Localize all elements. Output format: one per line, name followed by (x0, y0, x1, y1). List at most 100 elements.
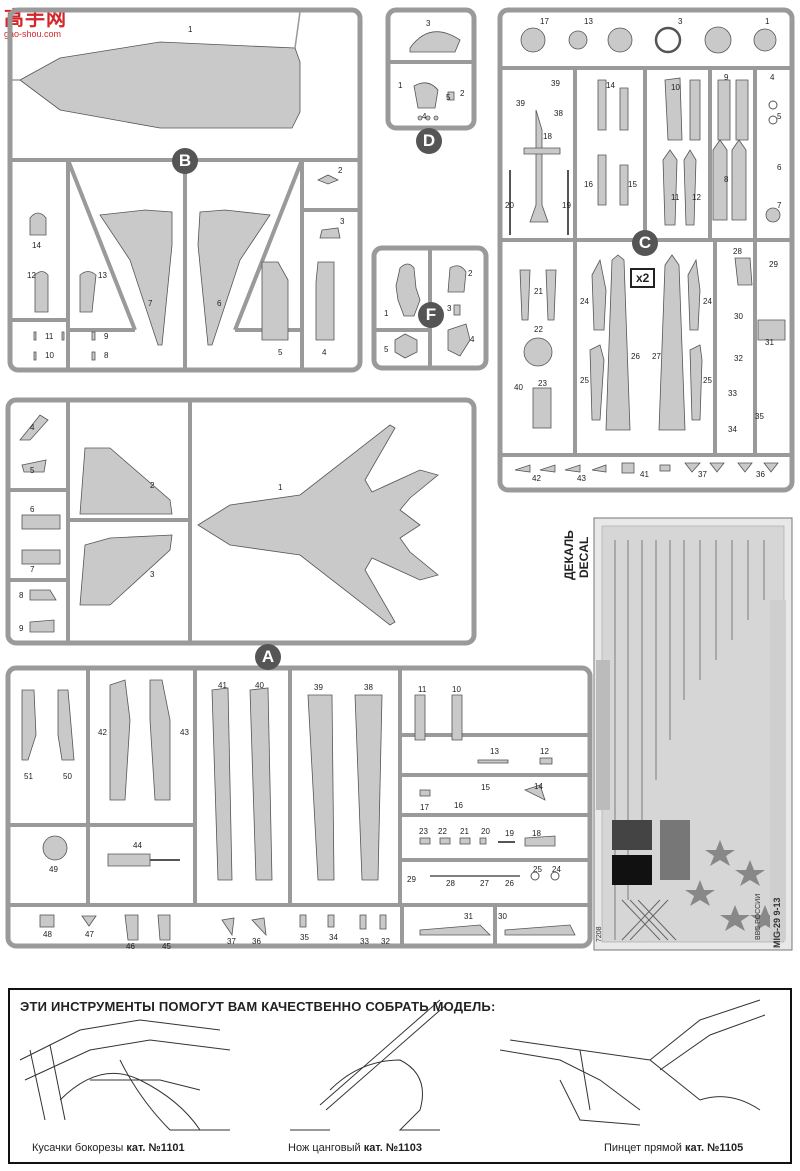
part-number: 10 (452, 685, 461, 694)
part-number: 12 (540, 747, 549, 756)
part-number: 41 (218, 681, 227, 690)
part-number: 4 (770, 73, 775, 82)
part-number: 5 (30, 466, 35, 475)
decal-label-ru: ДЕКАЛЬ (562, 530, 576, 580)
part-number: 20 (505, 201, 514, 210)
part-number: 18 (532, 829, 541, 838)
part-number: 22 (534, 325, 543, 334)
part-number: 39 (314, 683, 323, 692)
part-number: 5 (446, 93, 451, 102)
sprue-label-c: C (632, 230, 658, 256)
part-number: 12 (27, 271, 36, 280)
tools-illustrations (19, 999, 766, 1131)
part-number: 7 (30, 565, 35, 574)
part-number: 17 (420, 803, 429, 812)
part-number: 3 (447, 304, 452, 313)
part-number: 30 (498, 912, 507, 921)
tools-title: ЭТИ ИНСТРУМЕНТЫ ПОМОГУТ ВАМ КАЧЕСТВЕННО … (20, 999, 496, 1014)
part-number: 30 (734, 312, 743, 321)
part-number: 27 (652, 352, 661, 361)
part-number: 24 (552, 865, 561, 874)
tool-name: Пинцет прямой (604, 1142, 682, 1154)
part-number: 20 (481, 827, 490, 836)
sprue-label-b: B (172, 148, 198, 174)
part-number: 28 (733, 247, 742, 256)
part-number: 19 (505, 829, 514, 838)
decal-label-en: DECAL (577, 536, 591, 578)
part-number: 3 (150, 570, 155, 579)
part-number: 39 (551, 79, 560, 88)
part-number: 3 (340, 217, 345, 226)
part-number: 6 (30, 505, 35, 514)
part-number: 34 (728, 425, 737, 434)
part-number: 3 (426, 19, 431, 28)
part-number: 51 (24, 772, 33, 781)
part-number: 37 (698, 470, 707, 479)
tool-caption-tweezers: Пинцет прямой кат. №1105 (604, 1142, 743, 1154)
part-number: 5 (278, 348, 283, 357)
sprue-label-a: A (255, 644, 281, 670)
part-number: 33 (728, 389, 737, 398)
part-number: 45 (162, 942, 171, 951)
part-number: 37 (227, 937, 236, 946)
part-number: 2 (150, 481, 155, 490)
tool-catalog: кат. №1103 (363, 1142, 422, 1154)
part-number: 8 (104, 351, 109, 360)
sprue-a-upper (5, 397, 477, 646)
part-number: 26 (505, 879, 514, 888)
part-number: 23 (419, 827, 428, 836)
part-number: 2 (338, 166, 343, 175)
part-number: 4 (422, 112, 427, 121)
part-number: 4 (30, 423, 35, 432)
part-number: 5 (777, 112, 782, 121)
part-number: 41 (640, 470, 649, 479)
part-number: 1 (188, 25, 193, 34)
part-number: 9 (724, 73, 729, 82)
part-number: 28 (446, 879, 455, 888)
part-number: 29 (407, 875, 416, 884)
part-number: 38 (554, 109, 563, 118)
part-number: 4 (470, 335, 475, 344)
part-number: 46 (126, 942, 135, 951)
part-number: 2 (460, 89, 465, 98)
part-number: 35 (755, 412, 764, 421)
tool-caption-knife: Нож цанговый кат. №1103 (288, 1142, 422, 1154)
sprue-b (7, 7, 363, 373)
part-number: 9 (19, 624, 24, 633)
part-number: 38 (364, 683, 373, 692)
part-number: 15 (481, 783, 490, 792)
part-number: 22 (438, 827, 447, 836)
part-number: 1 (384, 309, 389, 318)
decal-title: MIG-29 9-13 (772, 897, 782, 948)
tools-panel: ЭТИ ИНСТРУМЕНТЫ ПОМОГУТ ВАМ КАЧЕСТВЕННО … (8, 988, 792, 1164)
part-number: 32 (734, 354, 743, 363)
sprue-d (385, 7, 477, 131)
tool-catalog: кат. №1105 (684, 1142, 744, 1154)
part-number: 9 (104, 332, 109, 341)
part-number: 25 (703, 376, 712, 385)
part-number: 21 (460, 827, 469, 836)
part-number: 14 (534, 782, 543, 791)
part-number: 24 (580, 297, 589, 306)
part-number: 6 (217, 299, 222, 308)
part-number: 23 (538, 379, 547, 388)
part-number: 25 (580, 376, 589, 385)
part-number: 26 (631, 352, 640, 361)
decal-code: 7208 (596, 926, 603, 942)
part-number: 6 (777, 163, 782, 172)
part-number: 10 (671, 83, 680, 92)
part-number: 7 (777, 201, 782, 210)
part-number: 31 (765, 338, 774, 347)
decal-side-text: ВВС РОССИИ (755, 893, 762, 940)
part-number: 11 (418, 685, 427, 694)
part-number: 11 (45, 332, 54, 341)
quantity-badge: x2 (630, 268, 656, 288)
part-number: 25 (533, 865, 542, 874)
part-number: 1 (398, 81, 403, 90)
part-number: 42 (532, 474, 541, 483)
part-number: 48 (43, 930, 52, 939)
part-number: 7 (148, 299, 153, 308)
part-number: 8 (19, 591, 24, 600)
part-number: 29 (769, 260, 778, 269)
part-number: 40 (255, 681, 264, 690)
